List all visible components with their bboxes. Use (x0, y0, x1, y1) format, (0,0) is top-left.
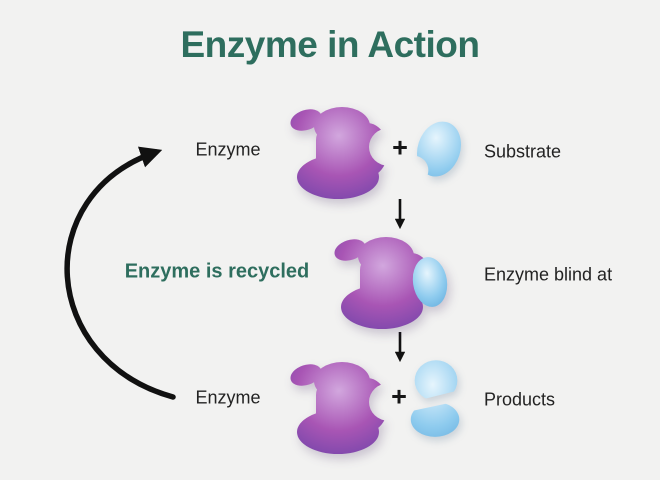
substrate-shape-icon (410, 116, 468, 184)
plus-sign-bottom: + (391, 381, 407, 412)
enzyme-label-bottom: Enzyme (195, 387, 261, 408)
products-shape-icon (403, 357, 469, 443)
enzyme-substrate-complex-icon (326, 228, 448, 336)
complex-label: Enzyme blind at (484, 264, 613, 285)
enzyme-shape-icon (286, 355, 396, 460)
recycled-label: Enzyme is recycled (124, 260, 310, 283)
enzyme-shape-icon (286, 100, 396, 205)
plus-sign-top: + (392, 132, 408, 163)
enzyme-label-top: Enzyme (195, 139, 261, 160)
page-title: Enzyme in Action (180, 24, 480, 65)
substrate-label: Substrate (484, 141, 562, 162)
products-label: Products (484, 389, 556, 410)
